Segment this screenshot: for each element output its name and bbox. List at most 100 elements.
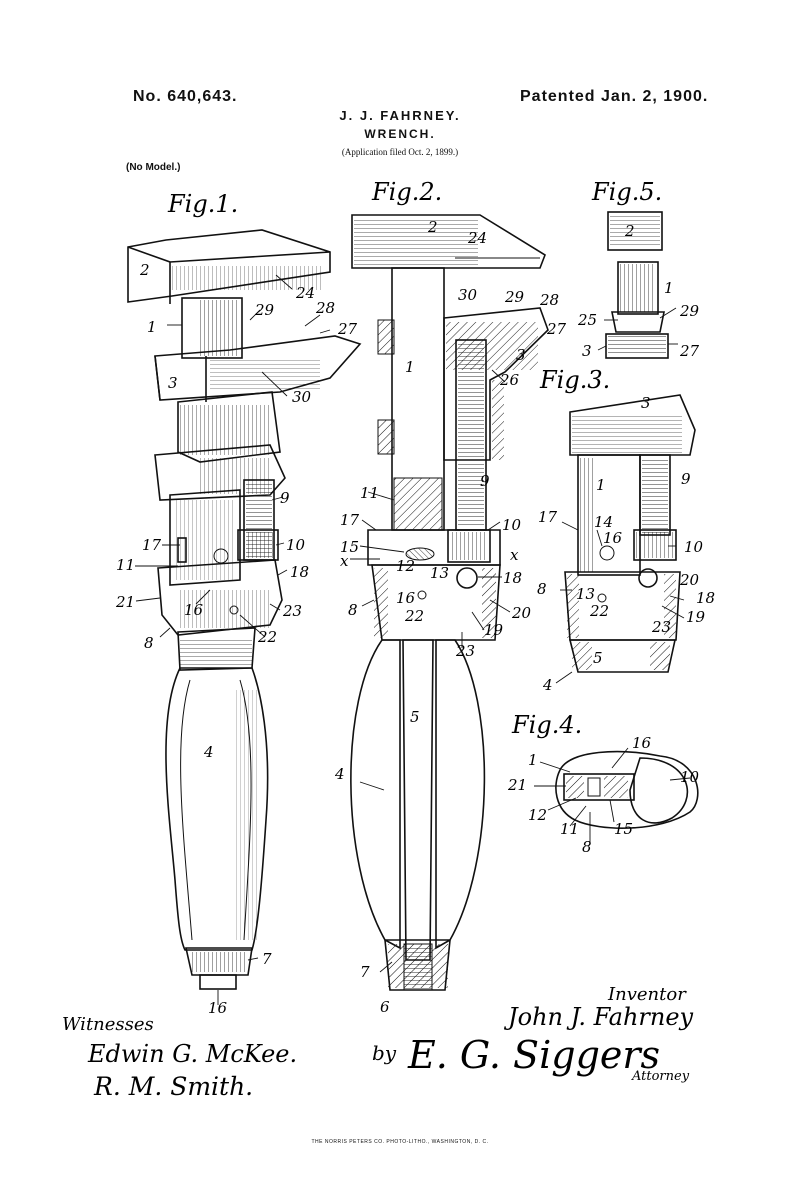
- fig2-part-label: 30: [458, 286, 478, 304]
- fig1-part-label: 18: [290, 563, 309, 581]
- fig1-part-label: 16: [184, 601, 204, 619]
- fig3-part-label: 4: [542, 676, 553, 694]
- fig2-part-label: 27: [546, 320, 567, 338]
- figure-1: Fig.1.: [127, 190, 362, 1005]
- inventor-label: Inventor: [607, 984, 687, 1005]
- fig2-part-label: 3: [516, 346, 526, 364]
- fig4-part-label: 1: [528, 751, 538, 769]
- inventor-heading: J. J. FAHRNEY.: [339, 108, 461, 123]
- witnesses-label: Witnesses: [62, 1014, 154, 1035]
- fig1-part-label: 21: [115, 593, 135, 611]
- fig5-part-label: 27: [679, 342, 700, 360]
- patent-number: No. 640,643.: [133, 88, 238, 105]
- fig4-part-label: 16: [632, 734, 652, 752]
- fig1-part-label: 9: [280, 489, 290, 507]
- fig3-title: Fig.3.: [539, 366, 610, 394]
- fig3-part-label: 8: [537, 580, 547, 598]
- fig2-part-label: 19: [484, 621, 504, 639]
- fig3-part-label: 10: [684, 538, 704, 556]
- fig5-part-label: 1: [664, 279, 674, 297]
- fig4-part-label: 11: [560, 820, 579, 838]
- fig3-part-label: 17: [538, 508, 558, 526]
- fig3-part-label: 18: [696, 589, 715, 607]
- fig1-part-label: 7: [262, 950, 272, 968]
- by-label: by: [372, 1041, 397, 1065]
- fig1-part-label: 17: [142, 536, 162, 554]
- fig2-part-label: x: [340, 552, 349, 570]
- fig3-part-label: 20: [679, 571, 700, 589]
- fig2-part-label: 18: [503, 569, 522, 587]
- fig3-part-label: 1: [596, 476, 606, 494]
- witness-1-signature: Edwin G. McKee.: [87, 1040, 297, 1068]
- fig2-part-label: 16: [396, 589, 416, 607]
- fig2-part-label: 22: [404, 607, 424, 625]
- fig2-part-label: 28: [539, 291, 559, 309]
- figure-4: Fig.4.: [511, 711, 699, 842]
- fig5-title: Fig.5.: [591, 178, 662, 206]
- fig3-part-label: 5: [593, 649, 603, 667]
- fig1-part-label: 28: [315, 299, 335, 317]
- fig2-part-label: 7: [360, 963, 370, 981]
- fig2-part-label: 26: [499, 371, 520, 389]
- fig4-part-label: 8: [582, 838, 592, 856]
- patent-date: Patented Jan. 2, 1900.: [520, 88, 709, 105]
- fig5-part-label: 29: [679, 302, 700, 320]
- fig2-part-label: 23: [455, 642, 475, 660]
- application-date: (Application filed Oct. 2, 1899.): [341, 147, 459, 157]
- fig4-title: Fig.4.: [511, 711, 582, 739]
- lithographer-footer: THE NORRIS PETERS CO. PHOTO-LITHO., WASH…: [311, 1139, 489, 1145]
- inventor-signature: John J. Fahrney: [503, 1003, 694, 1031]
- fig2-part-label: 8: [348, 601, 358, 619]
- fig2-part-label: 2: [427, 218, 438, 236]
- fig1-part-label: 27: [337, 320, 358, 338]
- no-model-note: (No Model.): [126, 162, 181, 173]
- signature-block: Witnesses Edwin G. McKee. R. M. Smith. I…: [62, 984, 694, 1101]
- fig1-part-label: 4: [203, 743, 214, 761]
- fig3-part-label: 16: [603, 529, 623, 547]
- patent-title: WRENCH.: [364, 127, 436, 141]
- fig1-part-label: 10: [286, 536, 306, 554]
- fig2-part-label: 29: [504, 288, 525, 306]
- attorney-label: Attorney: [631, 1069, 690, 1084]
- fig1-part-label: 23: [282, 602, 302, 620]
- fig5-part-label: 2: [624, 222, 635, 240]
- fig2-part-label: 4: [334, 765, 345, 783]
- figure-5: Fig.5.: [591, 178, 678, 359]
- fig4-part-label: 12: [528, 806, 547, 824]
- fig3-part-label: 23: [651, 618, 671, 636]
- attorney-signature: E. G. Siggers: [407, 1033, 660, 1077]
- fig1-part-label: 22: [257, 628, 277, 646]
- fig3-part-label: 14: [594, 513, 613, 531]
- fig4-part-label: 21: [507, 776, 527, 794]
- fig3-part-label: 19: [686, 608, 706, 626]
- witness-2-signature: R. M. Smith.: [93, 1072, 253, 1101]
- fig1-title: Fig.1.: [167, 190, 238, 218]
- fig2-part-label: 20: [511, 604, 532, 622]
- fig2-part-label: 5: [410, 708, 420, 726]
- fig2-part-label: 10: [502, 516, 522, 534]
- fig4-part-label: 15: [614, 820, 633, 838]
- fig2-part-label: 11: [360, 484, 379, 502]
- fig2-part-label: 24: [467, 229, 487, 247]
- figure-3: Fig.3.: [539, 366, 696, 684]
- fig2-part-label: 15: [340, 538, 359, 556]
- fig2-part-label: 1: [405, 358, 415, 376]
- fig1-part-label: 30: [292, 388, 312, 406]
- fig1-part-label: 3: [168, 374, 178, 392]
- fig4-part-label: 10: [680, 768, 700, 786]
- fig5-part-label: 25: [577, 311, 597, 329]
- fig1-part-label: 24: [295, 284, 315, 302]
- fig5-part-label: 3: [582, 342, 592, 360]
- fig1-part-label: 2: [139, 261, 150, 279]
- fig3-part-label: 3: [641, 394, 651, 412]
- fig2-part-label: x: [510, 546, 519, 564]
- fig1-part-label: 8: [144, 634, 154, 652]
- fig2-part-label: 17: [340, 511, 360, 529]
- fig1-part-label: 11: [116, 556, 135, 574]
- fig1-part-label: 16: [208, 999, 228, 1017]
- fig2-part-label: 6: [380, 998, 390, 1016]
- fig1-part-label: 29: [254, 301, 275, 319]
- fig2-part-label: 12: [396, 557, 415, 575]
